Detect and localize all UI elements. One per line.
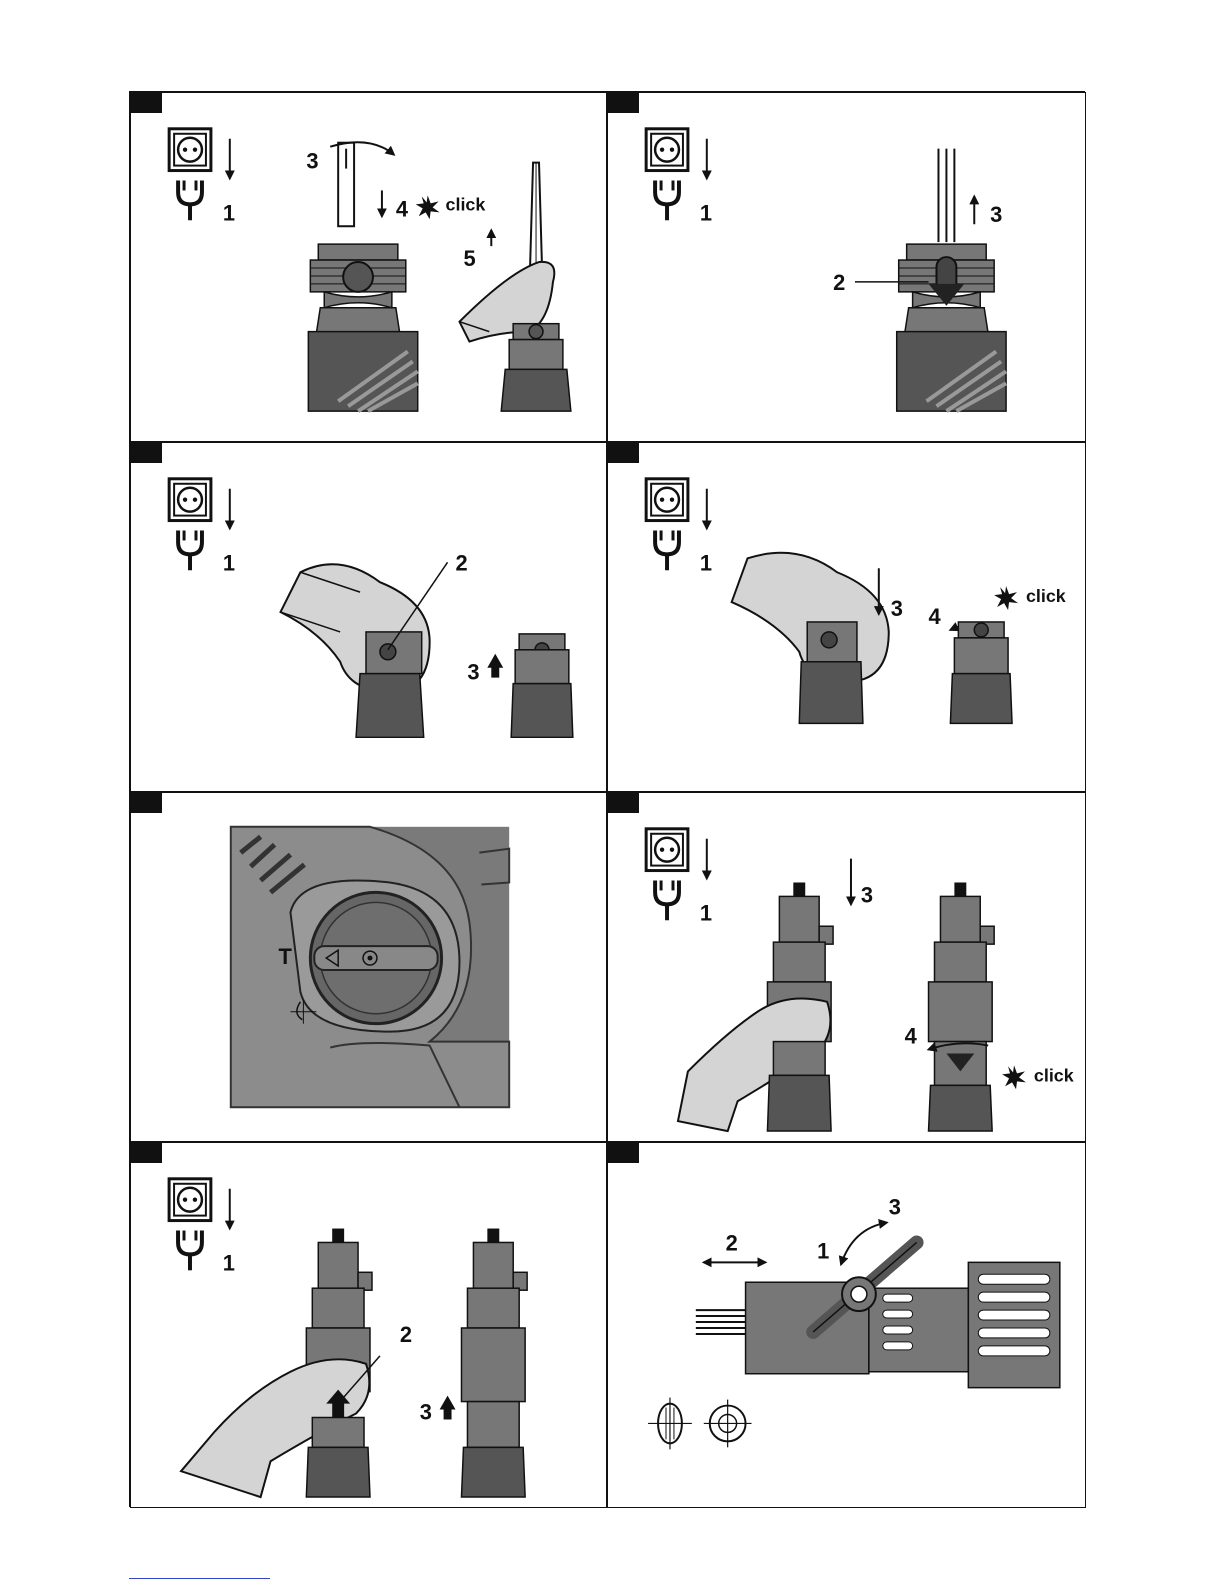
mode-selector-photo: T <box>131 793 606 1141</box>
step-1-label: 1 <box>817 1238 829 1263</box>
remove-adapter-illustration: 1 2 3 <box>131 1143 606 1507</box>
figure-number-tag <box>131 793 162 813</box>
power-socket-plug-icon <box>646 479 707 570</box>
panel-remove-bit: 1 3 2 <box>607 92 1086 442</box>
figure-number-tag <box>608 1143 639 1163</box>
step-1-label: 1 <box>700 550 712 575</box>
click-label: click <box>446 194 486 214</box>
step-3-label: 3 <box>861 882 873 907</box>
panel-insert-bit: 1 3 4 click 5 <box>130 92 607 442</box>
panel-lock-chuck: 1 3 click 4 <box>607 442 1086 792</box>
step-2-label: 2 <box>456 550 468 575</box>
click-star-icon <box>1002 1065 1026 1089</box>
step-4-label: 4 <box>905 1024 918 1049</box>
panel-mode-selector: T <box>130 792 607 1142</box>
step-1-label: 1 <box>700 900 712 925</box>
figure-number-tag <box>131 93 162 113</box>
panel-attach-adapter: 1 3 4 click <box>607 792 1086 1142</box>
step-3-label: 3 <box>420 1399 432 1424</box>
step-2-label: 2 <box>400 1322 412 1347</box>
power-socket-plug-icon <box>169 129 230 220</box>
figure-number-tag <box>608 93 639 113</box>
step-1-label: 1 <box>223 1250 235 1275</box>
step-3-label: 3 <box>467 660 479 685</box>
side-handle-illustration: 2 1 3 <box>608 1143 1085 1507</box>
figure-number-tag <box>608 443 639 463</box>
click-label: click <box>1034 1065 1074 1085</box>
panel-remove-adapter: 1 2 3 <box>130 1142 607 1508</box>
step-1-label: 1 <box>223 200 235 225</box>
lock-chuck-illustration: 1 3 click 4 <box>608 443 1085 791</box>
step-5-label: 5 <box>463 246 475 271</box>
power-socket-plug-icon <box>646 829 707 920</box>
footer-link-underline <box>129 1578 270 1579</box>
step-1-label: 1 <box>223 550 235 575</box>
power-socket-plug-icon <box>169 479 230 570</box>
insert-bit-illustration: 1 3 4 click 5 <box>131 93 606 441</box>
release-chuck-illustration: 1 2 3 <box>131 443 606 791</box>
figure-number-tag <box>131 443 162 463</box>
step-4-label: 4 <box>396 196 409 221</box>
step-3-label: 3 <box>990 202 1002 227</box>
click-star-icon <box>416 195 440 219</box>
hammer-mode-icon: T <box>279 944 293 969</box>
attach-adapter-illustration: 1 3 4 click <box>608 793 1085 1141</box>
figure-number-tag <box>131 1143 162 1163</box>
step-2-label: 2 <box>833 270 845 295</box>
remove-bit-illustration: 1 3 2 <box>608 93 1085 441</box>
depth-gauge-symbols <box>648 1398 751 1450</box>
step-4-label: 4 <box>929 604 942 629</box>
panel-side-handle: 2 1 3 <box>607 1142 1086 1508</box>
step-1-label: 1 <box>700 200 712 225</box>
step-3-label: 3 <box>889 1195 901 1220</box>
step-3-label: 3 <box>891 596 903 621</box>
panel-release-chuck: 1 2 3 <box>130 442 607 792</box>
figure-number-tag <box>608 793 639 813</box>
power-socket-plug-icon <box>169 1179 230 1270</box>
power-socket-plug-icon <box>646 129 707 220</box>
figure-grid: 1 3 4 click 5 <box>129 91 1085 1507</box>
step-2-label: 2 <box>726 1230 738 1255</box>
click-label: click <box>1026 586 1066 606</box>
click-star-icon <box>994 586 1018 610</box>
step-3-label: 3 <box>306 149 318 174</box>
